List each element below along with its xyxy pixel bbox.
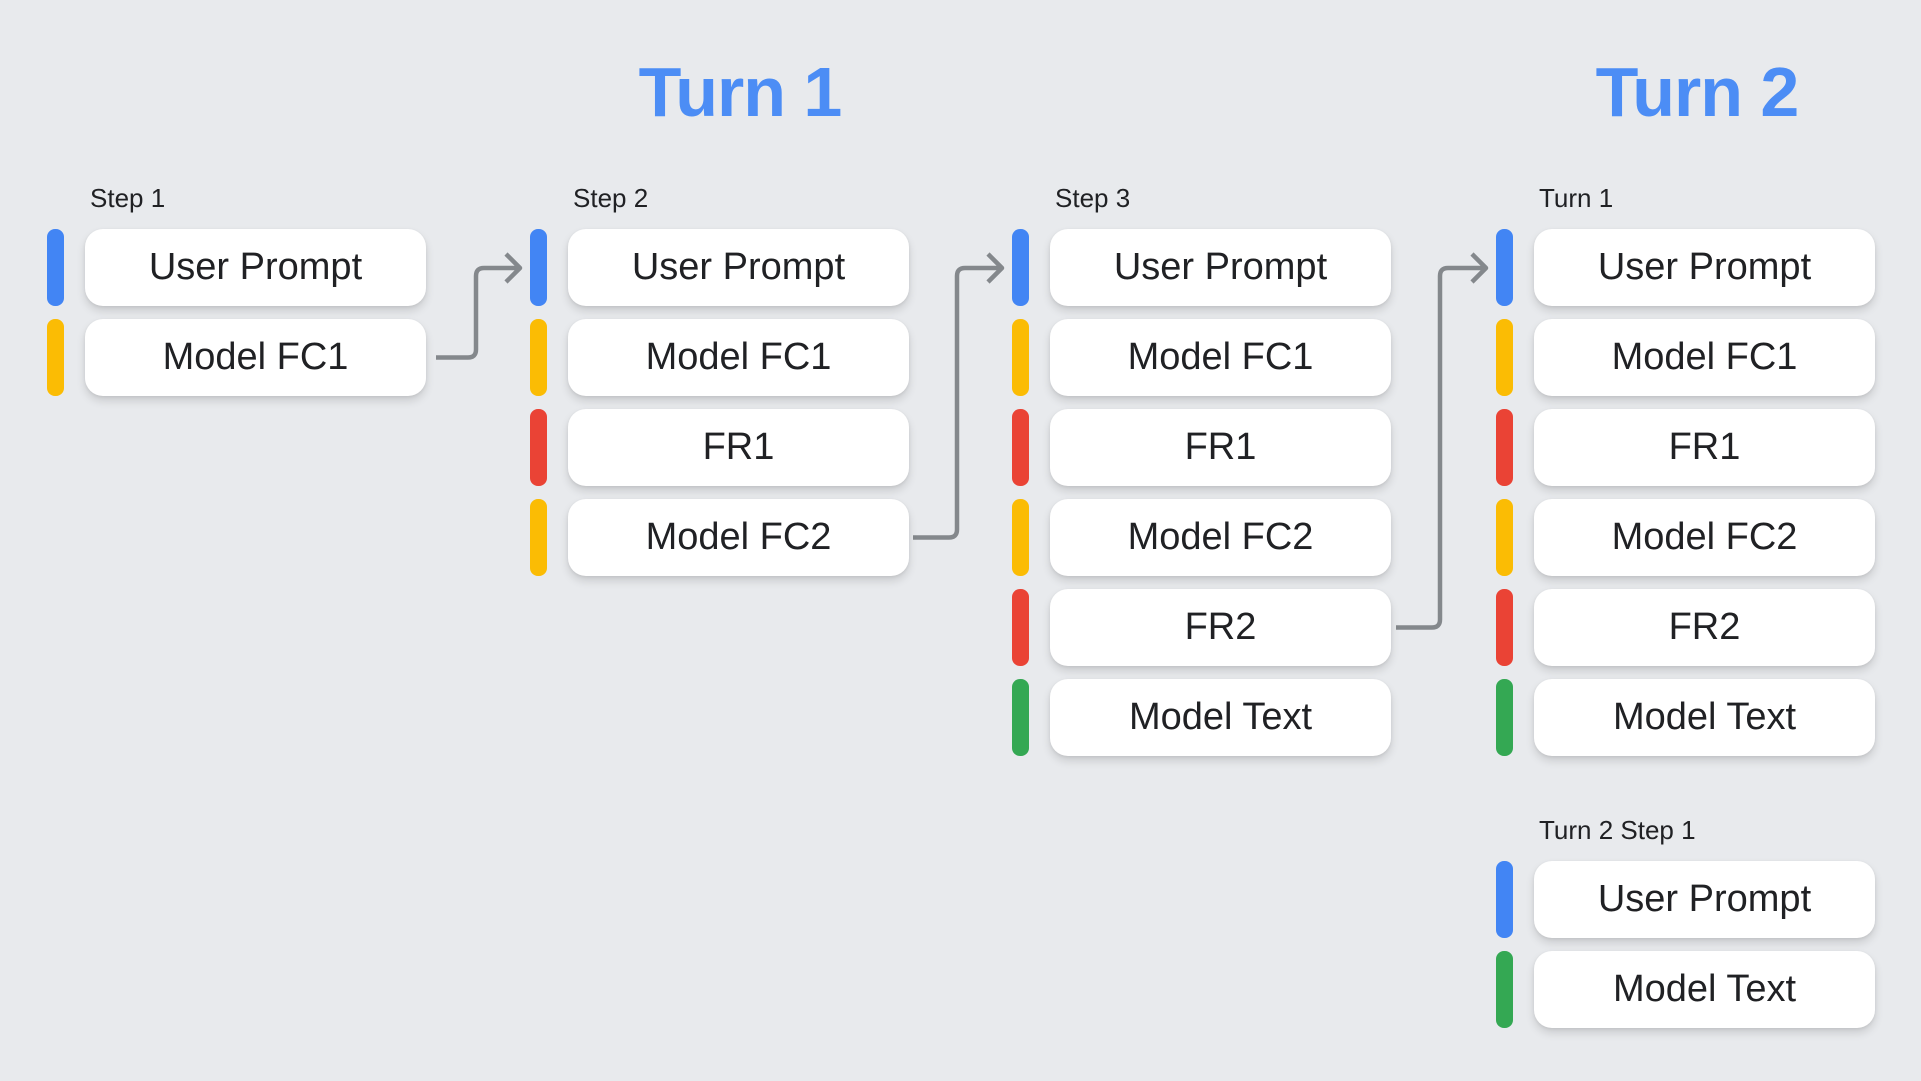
message-row: User Prompt: [1012, 229, 1391, 306]
message-row: Model FC1: [1496, 319, 1875, 396]
function-response-role-bar: [1496, 589, 1513, 666]
user-role-bar: [47, 229, 64, 306]
arrow-step2-to-step3: [913, 252, 1005, 540]
message-label: Model FC2: [1611, 516, 1798, 558]
model-fc1-box: Model FC1: [85, 319, 426, 396]
model-fc-role-bar: [47, 319, 64, 396]
message-label: FR1: [702, 426, 775, 468]
message-label: Model FC1: [1611, 336, 1798, 378]
message-row: Model FC2: [1012, 499, 1391, 576]
user-prompt-box: User Prompt: [85, 229, 426, 306]
function-response-role-bar: [1496, 409, 1513, 486]
model-fc1-box: Model FC1: [568, 319, 909, 396]
column-label: Step 2: [573, 183, 649, 213]
model-fc-role-bar: [530, 499, 547, 576]
message-row: User Prompt: [1496, 229, 1875, 306]
message-row: Model FC2: [1496, 499, 1875, 576]
column-label: Turn 2 Step 1: [1539, 815, 1696, 845]
model-fc-role-bar: [1496, 499, 1513, 576]
message-label: Model FC1: [1127, 336, 1314, 378]
message-label: User Prompt: [148, 246, 363, 288]
user-role-bar: [1012, 229, 1029, 306]
column-turn2-step1: Turn 2 Step 1 User Prompt Model Text: [1496, 815, 1875, 1041]
column-step1: Step 1 User Prompt Model FC1: [47, 183, 426, 409]
model-text-role-bar: [1012, 679, 1029, 756]
function-response-role-bar: [530, 409, 547, 486]
user-prompt-box: User Prompt: [1534, 861, 1875, 938]
message-label: Model Text: [1612, 696, 1797, 738]
model-fc-role-bar: [1496, 319, 1513, 396]
model-fc2-box: Model FC2: [1534, 499, 1875, 576]
column-label: Turn 1: [1539, 183, 1614, 213]
message-label: Model FC2: [645, 516, 832, 558]
column-label: Step 1: [90, 183, 166, 213]
function-response-role-bar: [1012, 589, 1029, 666]
message-label: User Prompt: [1597, 246, 1812, 288]
message-row: FR2: [1012, 589, 1391, 666]
model-fc1-box: Model FC1: [1534, 319, 1875, 396]
user-prompt-box: User Prompt: [1050, 229, 1391, 306]
arrow-step1-to-step2: [436, 252, 523, 360]
fr1-box: FR1: [1050, 409, 1391, 486]
message-row: Model Text: [1496, 679, 1875, 756]
fr1-box: FR1: [568, 409, 909, 486]
message-label: FR1: [1184, 426, 1257, 468]
arrow-step3-to-turn1: [1396, 252, 1489, 630]
message-label: User Prompt: [631, 246, 846, 288]
message-row: User Prompt: [1496, 861, 1875, 938]
message-label: Model FC1: [162, 336, 349, 378]
message-label: FR2: [1668, 606, 1741, 648]
user-role-bar: [1496, 861, 1513, 938]
message-row: FR1: [1496, 409, 1875, 486]
fr2-box: FR2: [1050, 589, 1391, 666]
user-prompt-box: User Prompt: [568, 229, 909, 306]
model-text-role-bar: [1496, 679, 1513, 756]
column-label: Step 3: [1055, 183, 1131, 213]
model-fc1-box: Model FC1: [1050, 319, 1391, 396]
message-label: FR1: [1668, 426, 1741, 468]
fr2-box: FR2: [1534, 589, 1875, 666]
model-text-box: Model Text: [1050, 679, 1391, 756]
message-row: Model FC1: [1012, 319, 1391, 396]
turn1-heading: Turn 1: [638, 53, 843, 131]
message-row: Model FC1: [530, 319, 909, 396]
user-role-bar: [1496, 229, 1513, 306]
message-row: FR1: [530, 409, 909, 486]
column-step3: Step 3 User Prompt Model FC1 FR1 Model F…: [1012, 183, 1391, 769]
function-response-role-bar: [1012, 409, 1029, 486]
user-prompt-box: User Prompt: [1534, 229, 1875, 306]
model-fc-role-bar: [1012, 319, 1029, 396]
model-text-box: Model Text: [1534, 679, 1875, 756]
message-row: Model Text: [1012, 679, 1391, 756]
model-fc-role-bar: [530, 319, 547, 396]
message-row: User Prompt: [47, 229, 426, 306]
message-row: FR2: [1496, 589, 1875, 666]
message-row: User Prompt: [530, 229, 909, 306]
turn2-heading: Turn 2: [1595, 53, 1800, 131]
model-text-role-bar: [1496, 951, 1513, 1028]
message-label: Model FC2: [1127, 516, 1314, 558]
message-label: User Prompt: [1597, 878, 1812, 920]
message-row: Model Text: [1496, 951, 1875, 1028]
model-fc2-box: Model FC2: [568, 499, 909, 576]
message-label: FR2: [1184, 606, 1257, 648]
user-role-bar: [530, 229, 547, 306]
message-label: Model Text: [1612, 968, 1797, 1010]
message-row: Model FC1: [47, 319, 426, 396]
message-label: User Prompt: [1113, 246, 1328, 288]
fr1-box: FR1: [1534, 409, 1875, 486]
message-row: Model FC2: [530, 499, 909, 576]
model-fc-role-bar: [1012, 499, 1029, 576]
message-row: FR1: [1012, 409, 1391, 486]
column-turn1-summary: Turn 1 User Prompt Model FC1 FR1 Model F…: [1496, 183, 1875, 769]
column-step2: Step 2 User Prompt Model FC1 FR1 Model F…: [530, 183, 909, 589]
message-label: Model Text: [1128, 696, 1313, 738]
model-text-box: Model Text: [1534, 951, 1875, 1028]
message-label: Model FC1: [645, 336, 832, 378]
model-fc2-box: Model FC2: [1050, 499, 1391, 576]
